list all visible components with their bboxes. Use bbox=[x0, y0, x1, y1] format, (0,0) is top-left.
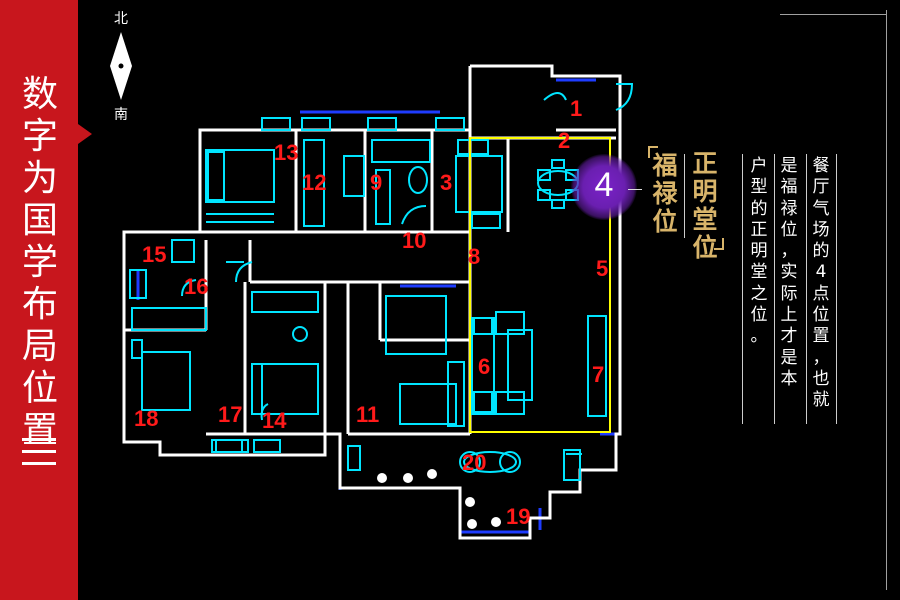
room-number: 13 bbox=[274, 140, 298, 165]
room-number: 10 bbox=[402, 228, 426, 253]
title-char: 局 bbox=[21, 326, 58, 367]
desc-column-3: 户型的正明堂之位。 bbox=[750, 156, 768, 347]
walls bbox=[122, 64, 622, 540]
highlight-glow bbox=[571, 154, 637, 220]
room-number: 20 bbox=[462, 450, 486, 475]
room-number: 12 bbox=[302, 170, 326, 195]
sidebar-title: 数 字 为 国 学 布 局 位 置 bbox=[18, 74, 62, 452]
living-zone-outline bbox=[469, 137, 611, 433]
title-char: 字 bbox=[21, 116, 58, 157]
door-swings bbox=[181, 83, 634, 455]
desc-separator bbox=[742, 154, 743, 424]
highlight-number: 4 bbox=[594, 166, 614, 204]
compass-south-label: 南 bbox=[114, 107, 128, 123]
potted-plants bbox=[377, 469, 501, 529]
desc-separator bbox=[806, 154, 807, 424]
room-number: 3 bbox=[440, 170, 452, 195]
title-char: 学 bbox=[21, 242, 58, 283]
room-number: 19 bbox=[506, 504, 530, 529]
label-char: 福 bbox=[652, 151, 678, 180]
sidebar-pointer bbox=[78, 124, 92, 144]
room-number: 9 bbox=[370, 170, 382, 195]
room-number: 6 bbox=[478, 354, 490, 379]
title-char: 为 bbox=[21, 158, 58, 199]
room-number: 11 bbox=[356, 402, 379, 427]
window-strips bbox=[136, 64, 616, 534]
desc-separator bbox=[774, 154, 775, 424]
title-char: 位 bbox=[21, 368, 58, 409]
furniture bbox=[129, 117, 607, 481]
label-char: 正 bbox=[692, 149, 718, 178]
label-bracket-left bbox=[648, 146, 658, 158]
label-char: 明 bbox=[692, 177, 718, 206]
room-number: 18 bbox=[134, 406, 158, 431]
label-bracket-right bbox=[714, 238, 724, 250]
label-separator bbox=[684, 154, 685, 238]
title-char: 置 bbox=[21, 410, 58, 451]
room-numbers: 1 2 3 5 6 7 8 9 10 11 12 13 14 15 16 17 … bbox=[134, 96, 608, 529]
room-number: 14 bbox=[262, 408, 287, 433]
title-char: 布 bbox=[21, 284, 58, 325]
compass-north-label: 北 bbox=[114, 11, 128, 27]
sidebar-band bbox=[0, 0, 78, 600]
label-char: 禄 bbox=[652, 179, 678, 208]
title-char: 数 bbox=[21, 74, 58, 115]
room-number: 1 bbox=[570, 96, 582, 121]
room-number: 8 bbox=[468, 244, 480, 269]
room-number: 16 bbox=[184, 274, 208, 299]
desc-separator bbox=[836, 154, 837, 424]
highlight-connector bbox=[628, 189, 642, 190]
label-zhengming: 正 明 堂 位 bbox=[690, 150, 720, 262]
room-number: 17 bbox=[218, 402, 242, 427]
label-char: 堂 bbox=[692, 205, 718, 234]
room-number: 2 bbox=[558, 128, 570, 153]
room-number: 7 bbox=[592, 362, 604, 387]
room-number: 5 bbox=[596, 256, 608, 281]
label-fulu: 福 禄 位 bbox=[650, 152, 680, 236]
frame-top-line bbox=[780, 14, 886, 15]
desc-column-2: 是福禄位，实际上才是本 bbox=[780, 156, 798, 389]
compass-needle-icon bbox=[110, 32, 132, 100]
label-char: 位 bbox=[652, 207, 678, 236]
label-char: 位 bbox=[692, 233, 718, 262]
title-char: 国 bbox=[21, 200, 58, 241]
menu-lines-icon bbox=[22, 438, 56, 474]
room-number: 15 bbox=[142, 242, 166, 267]
frame-right-line bbox=[886, 10, 887, 590]
